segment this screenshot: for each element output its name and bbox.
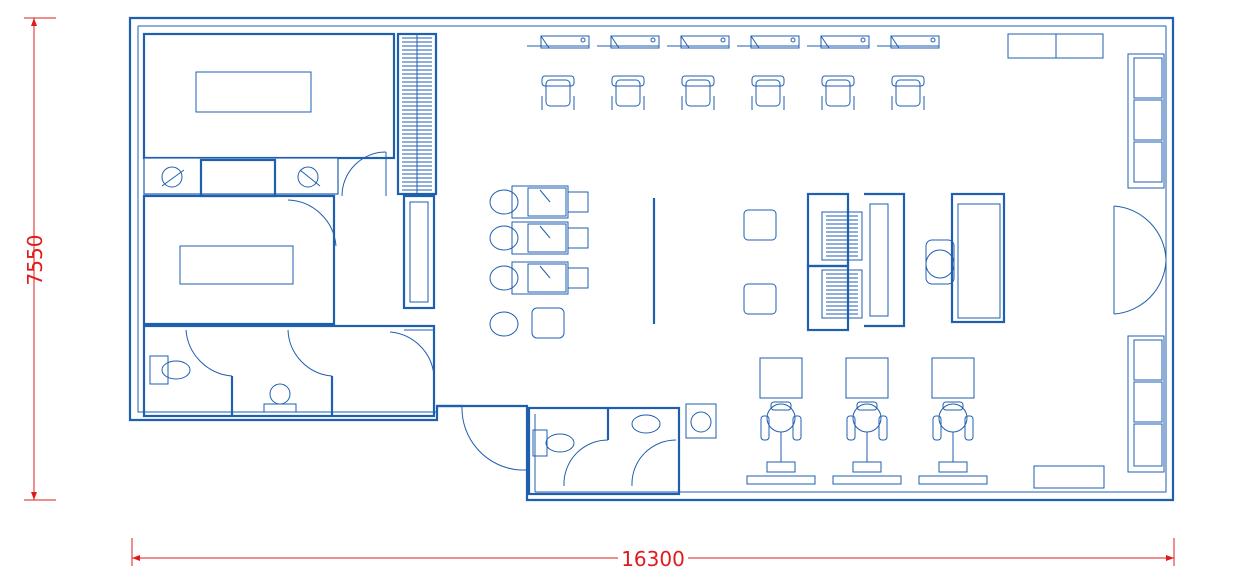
top-desk-row	[527, 35, 940, 49]
right-double-door	[1113, 205, 1167, 315]
top-chair	[611, 75, 645, 110]
top-chair	[541, 75, 575, 110]
top-chair	[821, 75, 855, 110]
top-chair	[681, 75, 715, 110]
bottom-right-cabinet	[1033, 465, 1105, 489]
left-rooms	[142, 32, 436, 418]
outer-walls	[128, 16, 1175, 502]
top-desk	[597, 35, 660, 49]
dimension-vertical	[24, 17, 56, 501]
top-desk	[807, 35, 870, 49]
wash-station	[489, 307, 565, 339]
top-chair	[891, 75, 925, 110]
entrance-door	[437, 404, 527, 471]
dimension-horizontal	[131, 538, 1175, 568]
reception-area	[743, 192, 1006, 332]
top-desk	[667, 35, 730, 49]
styling-station	[746, 357, 816, 485]
right-sofa-upper	[1127, 53, 1165, 189]
wash-station	[489, 261, 589, 295]
top-chair-row	[541, 75, 925, 110]
wash-station	[489, 221, 589, 255]
width-dimension-label: 16300	[621, 547, 685, 571]
wash-stations	[489, 185, 589, 339]
wash-station	[489, 185, 589, 219]
top-chair	[751, 75, 785, 110]
top-desk	[527, 35, 590, 49]
styling-station	[832, 357, 902, 485]
corridor-shelf	[402, 194, 436, 331]
top-desk	[877, 35, 940, 49]
styling-stations	[746, 357, 988, 485]
top-right-cabinet	[1007, 33, 1104, 59]
right-sofa-lower	[1127, 335, 1165, 473]
staircase	[396, 32, 438, 196]
height-dimension-label: 7550	[23, 235, 47, 286]
top-desk	[737, 35, 800, 49]
bottom-restrooms	[527, 403, 717, 496]
styling-station	[918, 357, 988, 485]
